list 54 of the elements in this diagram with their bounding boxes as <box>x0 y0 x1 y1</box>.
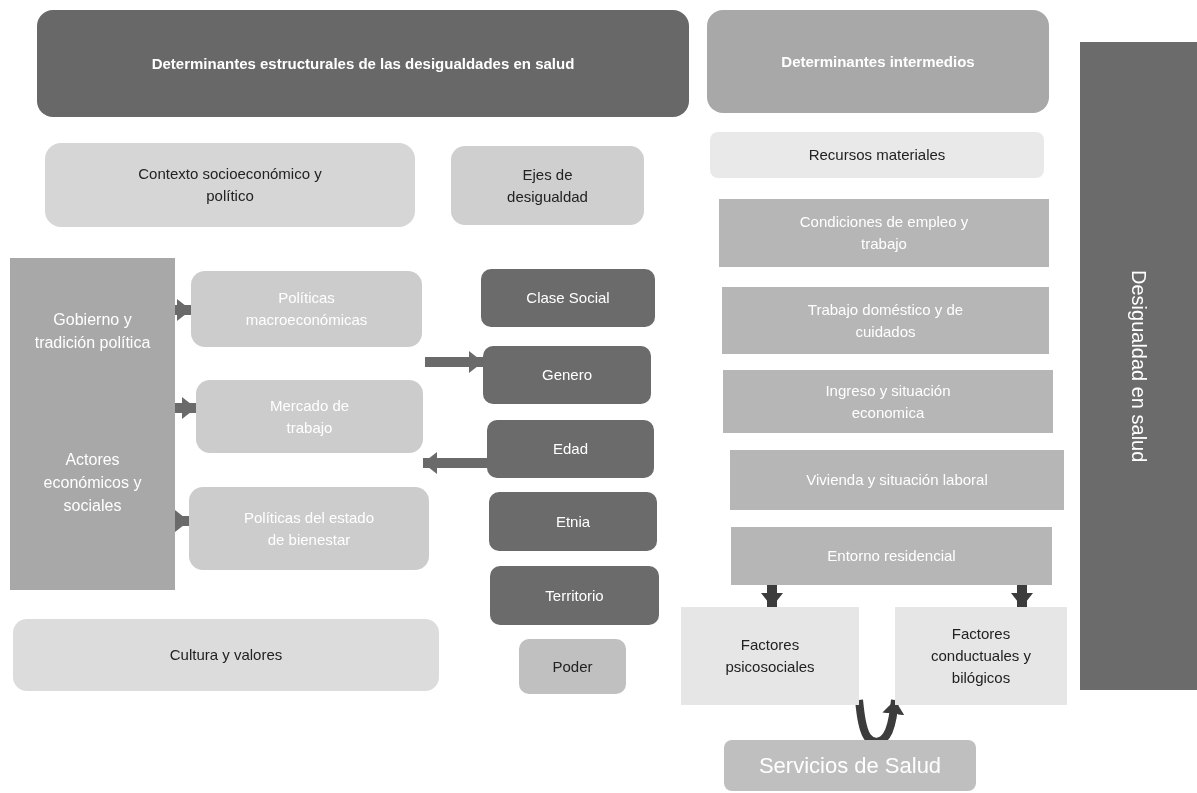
process-box <box>722 287 1049 354</box>
process-box <box>189 487 429 570</box>
node-text: Desigualdad en salud <box>1127 269 1151 463</box>
header-box <box>707 10 1049 113</box>
arrow <box>761 585 783 607</box>
node-text: Factores conductuales y bilógicos <box>930 624 1032 688</box>
outcome-bar <box>1080 42 1197 690</box>
node-text: Actores económicos y sociales <box>42 450 143 517</box>
process-box <box>489 492 657 551</box>
node-text: Genero <box>541 365 592 386</box>
process-box <box>196 380 423 453</box>
node-text: Cultura y valores <box>169 645 283 666</box>
process-box <box>724 740 976 791</box>
process-box <box>13 619 439 691</box>
process-box <box>895 607 1067 705</box>
process-box <box>519 639 626 694</box>
arrow <box>175 510 189 532</box>
side-panel <box>10 258 175 590</box>
node-text: Ejes de desigualdad <box>506 164 589 207</box>
node-text: Ingreso y situación economica <box>824 380 952 423</box>
node-text: Condiciones de empleo y trabajo <box>798 212 970 254</box>
process-box <box>45 143 415 227</box>
process-box <box>191 271 422 347</box>
node-text: Edad <box>552 439 588 460</box>
process-box <box>731 527 1052 585</box>
process-box <box>483 346 651 404</box>
process-box <box>730 450 1064 510</box>
node-text: Determinantes estructurales de las desigualdades en salud <box>151 53 575 74</box>
process-box <box>681 607 859 705</box>
node-text: Clase Social <box>526 288 610 309</box>
node-text: Determinantes intermedios <box>781 51 975 72</box>
node-text: Etnia <box>555 511 591 532</box>
node-text: Factores psicosociales <box>724 635 816 677</box>
arrow <box>1011 585 1033 607</box>
process-box <box>487 420 654 478</box>
process-box <box>451 146 644 225</box>
node-text: Servicios de Salud <box>758 751 942 780</box>
arrow <box>175 299 191 321</box>
arrow <box>175 397 196 419</box>
node-text: Entorno residencial <box>827 546 956 567</box>
node-text: Vivienda y situación laboral <box>806 470 988 491</box>
process-box <box>719 199 1049 267</box>
node-text: Recursos materiales <box>808 145 946 166</box>
header-box <box>37 10 689 117</box>
node-text: Gobierno y tradición política <box>33 310 152 354</box>
process-box <box>723 370 1053 433</box>
node-text: Poder <box>552 656 593 677</box>
arrow <box>425 351 483 373</box>
process-box <box>490 566 659 625</box>
process-box <box>481 269 655 327</box>
node-text: Territorio <box>545 585 604 606</box>
node-text: Trabajo doméstico y de cuidados <box>806 299 965 342</box>
arrow <box>423 452 487 474</box>
node-text: Contexto socioeconómico y político <box>137 164 323 206</box>
